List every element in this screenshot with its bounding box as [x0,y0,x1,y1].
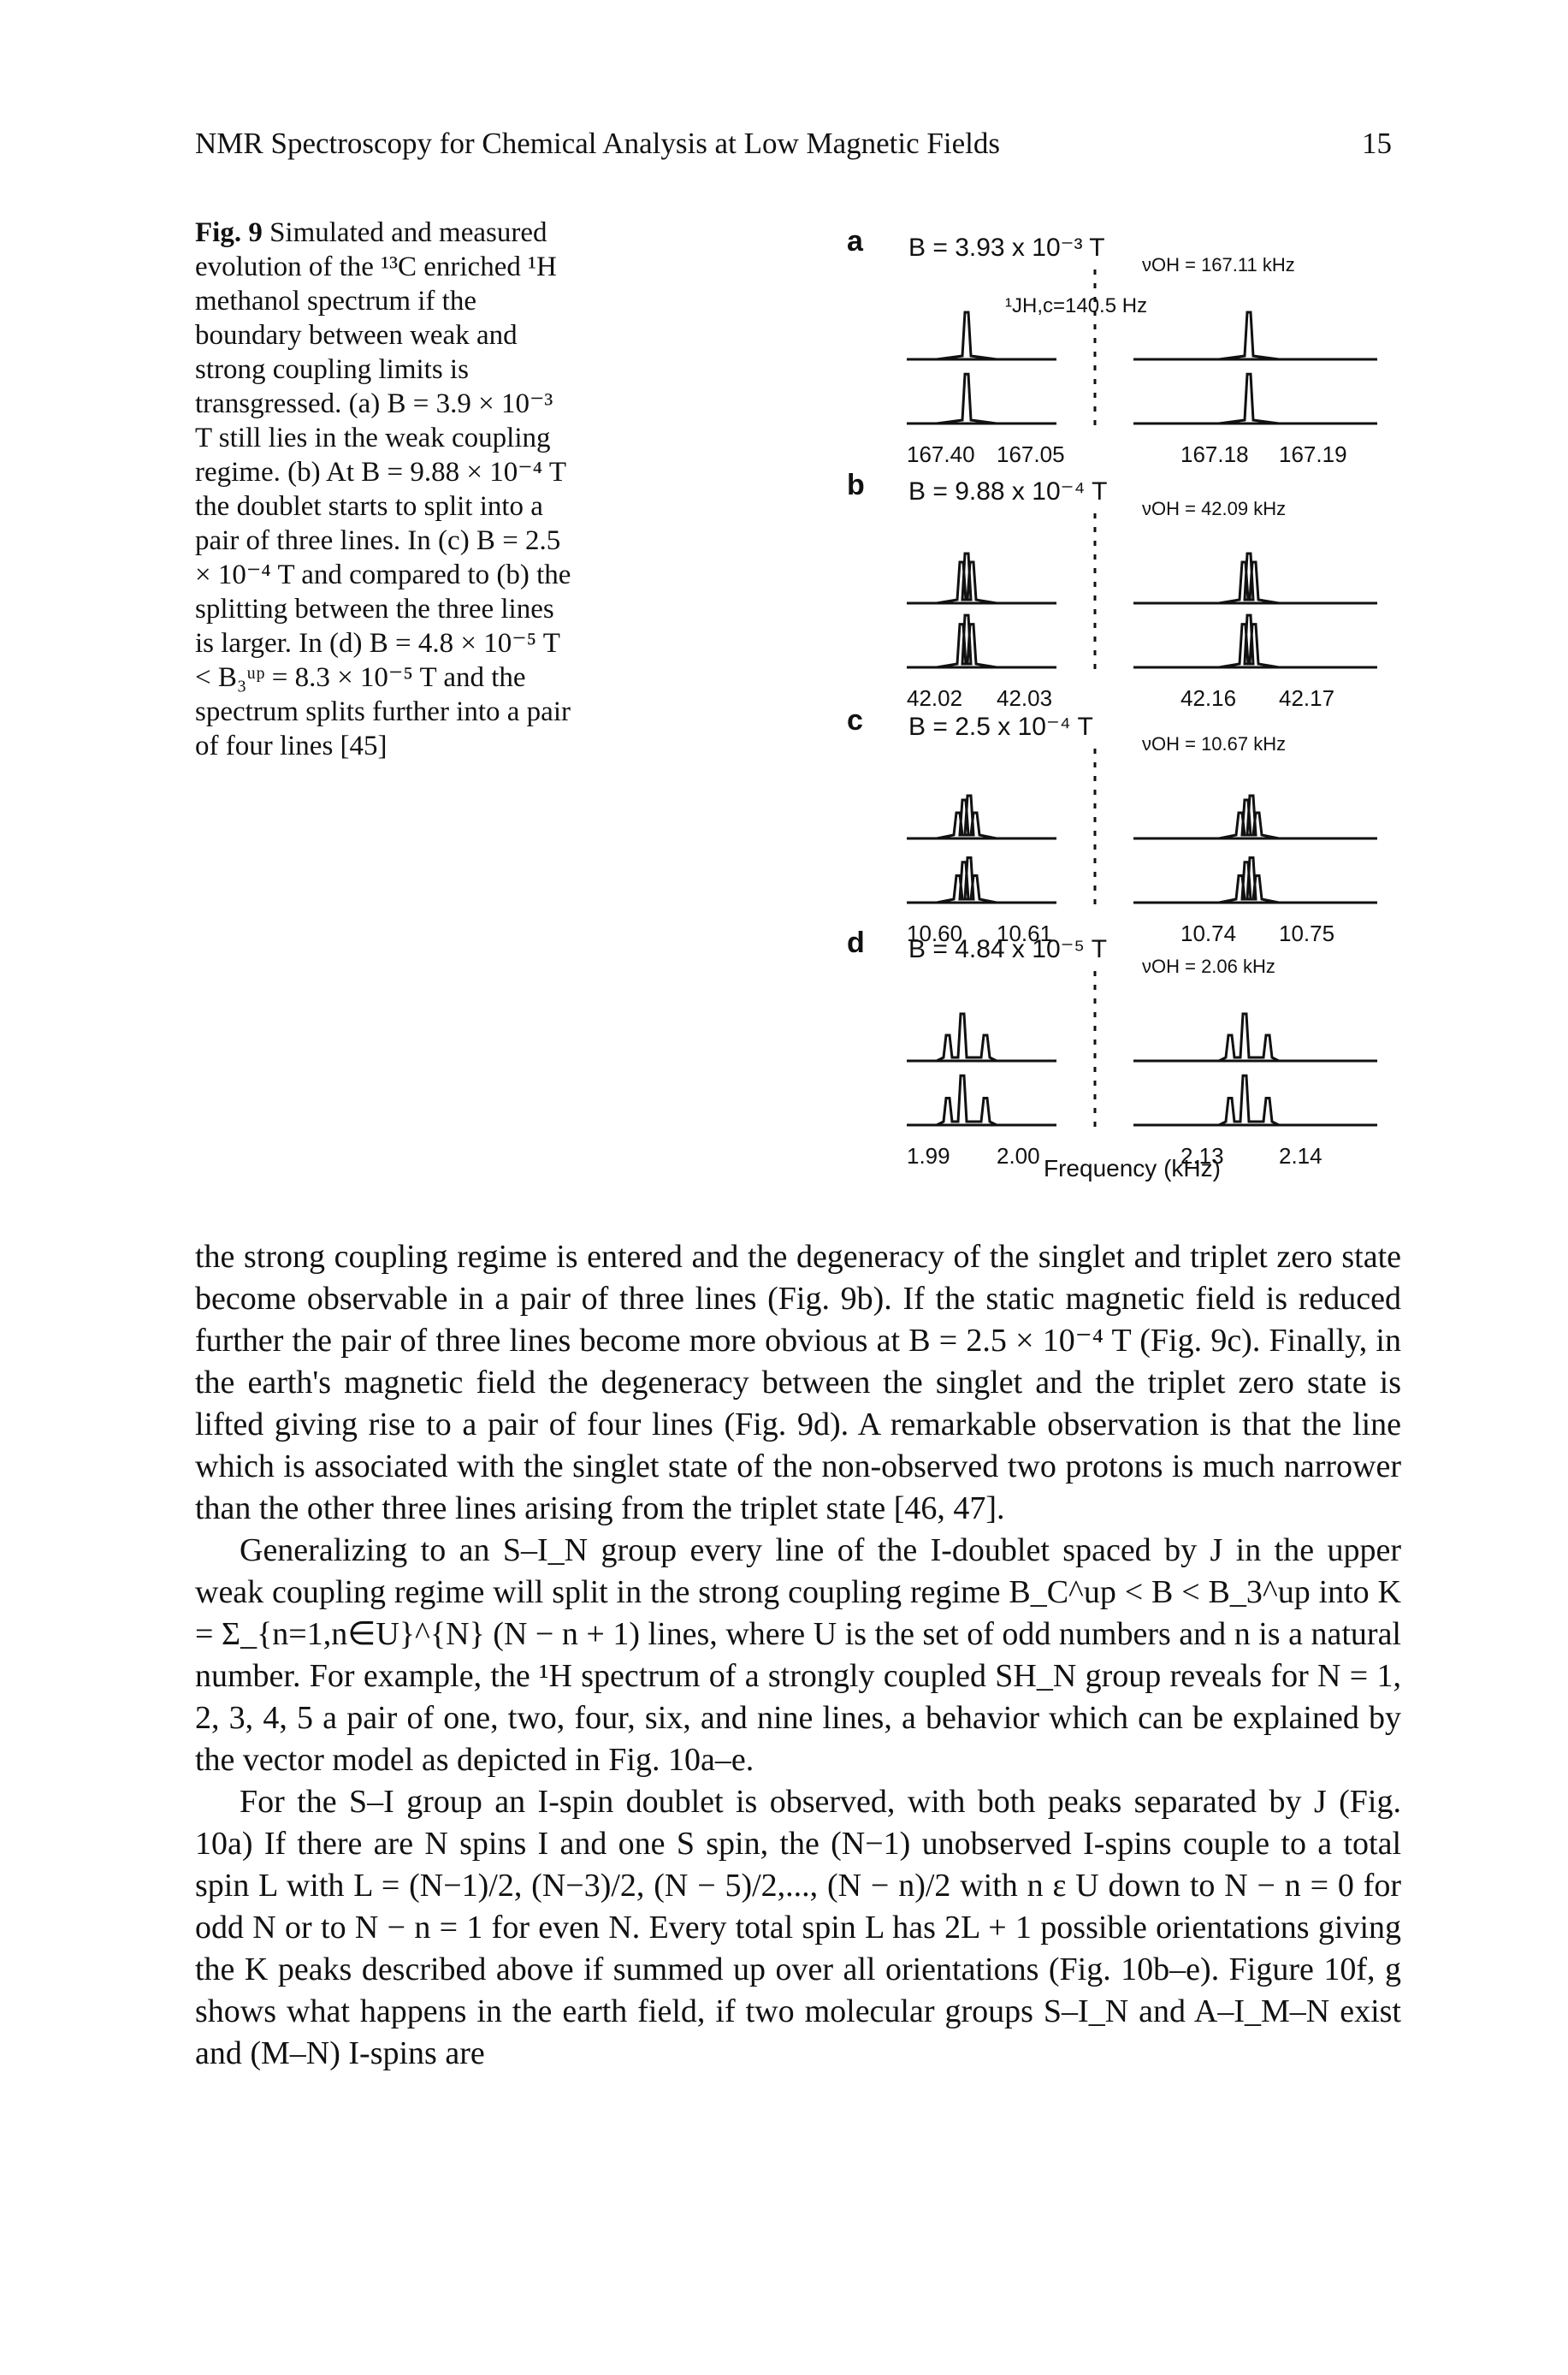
peak-b-1-1 [1218,613,1280,669]
field-label-d: B = 4.84 x 10⁻⁵ T [908,935,1107,963]
peak-b-1-0 [936,613,997,669]
panel-letter-c: c [847,704,863,737]
nmr-spectra-figure: a B = 3.93 x 10⁻³ T νOH = 167.11 kHz ¹JH,c=… [847,218,1394,1193]
tick-a-2: 167.05 [997,441,1065,467]
tick-a-4: 167.19 [1279,441,1347,467]
paragraph-2: Generalizing to an S–I_N group every lin… [195,1532,1401,1778]
peak-a-1-0 [936,372,997,425]
caption-text: Simulated and measured evolution of the … [195,217,571,761]
tick-b-1: 42.02 [907,685,962,711]
peak-a-0-1 [1218,311,1280,361]
nu-label-d: νOH = 2.06 kHz [1142,956,1275,977]
paragraph-3: For the S–I group an I-spin doublet is o… [195,1784,1401,2071]
tick-d-4: 2.14 [1279,1143,1322,1169]
panel-letter-a: a [847,225,864,258]
tick-c-4: 10.75 [1279,921,1334,946]
nu-label-c: νOH = 10.67 kHz [1142,733,1286,755]
tick-c-2: 10.61 [997,921,1052,946]
peak-c-1-1 [1218,856,1280,904]
tick-d-1: 1.99 [907,1143,950,1169]
body-text: the strong coupling regime is entered an… [195,1236,1401,2075]
peak-b-0-0 [936,552,997,605]
tick-b-3: 42.16 [1180,685,1236,711]
tick-d-3: 2.13 [1180,1143,1224,1169]
peak-d-1-0 [936,1074,997,1127]
tick-d-2: 2.00 [997,1143,1040,1169]
figure-caption: Fig. 9 Simulated and measured evolution … [195,216,571,763]
field-label-a: B = 3.93 x 10⁻³ T [908,234,1105,262]
peak-b-0-1 [1218,552,1280,605]
running-title: NMR Spectroscopy for Chemical Analysis a… [195,127,1000,160]
tick-c-3: 10.74 [1180,921,1236,946]
spectra-svg: a B = 3.93 x 10⁻³ T νOH = 167.11 kHz ¹JH,c=… [847,225,1377,1182]
field-label-c: B = 2.5 x 10⁻⁴ T [908,713,1093,741]
x-axis-label: Frequency (kHz) [1044,1155,1221,1182]
peak-d-1-1 [1218,1074,1280,1127]
tick-b-4: 42.17 [1279,685,1334,711]
panel-letter-d: d [847,927,865,959]
coupling-label-a: ¹JH,c=140.5 Hz [1005,294,1147,317]
tick-b-2: 42.03 [997,685,1052,711]
nu-label-a: νOH = 167.11 kHz [1142,254,1295,275]
field-label-b: B = 9.88 x 10⁻⁴ T [908,477,1107,506]
tick-a-1: 167.40 [907,441,975,467]
panel-letter-b: b [847,469,865,501]
peak-a-0-0 [936,311,997,361]
peak-d-0-0 [936,1012,997,1063]
peak-a-1-1 [1218,372,1280,425]
peak-c-1-0 [936,856,997,904]
peak-d-0-1 [1218,1012,1280,1063]
tick-a-3: 167.18 [1180,441,1249,467]
nu-label-b: νOH = 42.09 kHz [1142,498,1286,519]
tick-c-1: 10.60 [907,921,962,946]
page-number: 15 [1362,127,1392,160]
paragraph-1: the strong coupling regime is entered an… [195,1239,1401,1526]
caption-label: Fig. 9 [195,217,263,248]
peak-c-0-1 [1218,794,1280,840]
peak-c-0-0 [936,794,997,840]
